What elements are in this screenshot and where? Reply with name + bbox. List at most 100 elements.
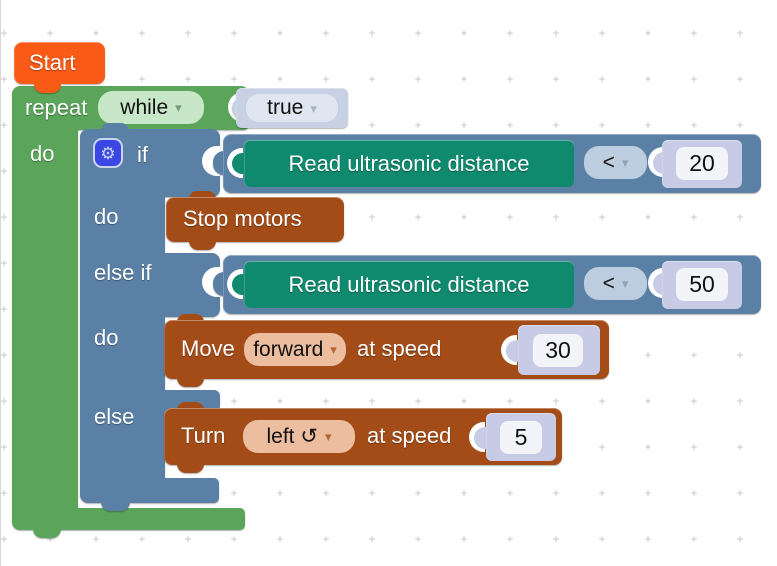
grid-cross: + <box>644 440 652 454</box>
grid-cross: + <box>276 26 284 40</box>
grid-cross: + <box>0 394 8 408</box>
if-block-bottom-bar[interactable] <box>80 478 219 503</box>
chevron-down-icon: ▾ <box>175 100 182 115</box>
number-field-1[interactable]: 20 <box>676 147 728 180</box>
move-at-speed-label: at speed <box>357 336 442 361</box>
operator-dropdown-2[interactable]: < ▾ <box>584 267 647 300</box>
grid-cross: + <box>0 26 8 40</box>
if-block-spine-3[interactable] <box>80 412 165 478</box>
grid-cross: + <box>644 532 652 546</box>
comparison-2-tab <box>213 272 225 296</box>
sensor-block-1[interactable]: Read ultrasonic distance <box>244 140 574 187</box>
sensor-block-2-tab <box>232 274 245 295</box>
grid-cross: + <box>322 394 330 408</box>
turn-direction-value: left ↺ <box>266 425 318 448</box>
stop-motors-block[interactable] <box>166 197 344 242</box>
grid-cross: + <box>230 486 238 500</box>
grid-cross: + <box>230 394 238 408</box>
grid-cross: + <box>184 26 192 40</box>
move-speed-field[interactable]: 30 <box>533 334 583 367</box>
sensor-block-2[interactable]: Read ultrasonic distance <box>244 261 574 308</box>
grid-cross: + <box>0 440 8 454</box>
grid-cross: + <box>230 72 238 86</box>
if-else-label: else <box>94 404 135 429</box>
grid-cross: + <box>690 532 698 546</box>
move-direction-value: forward <box>253 337 324 361</box>
number-field-2[interactable]: 50 <box>676 268 728 301</box>
grid-cross: + <box>0 532 8 546</box>
gear-glyph: ⚙ <box>100 143 116 163</box>
grid-cross: + <box>736 72 744 86</box>
move-speed-value: 30 <box>545 337 571 363</box>
grid-cross: + <box>644 210 652 224</box>
grid-cross: + <box>0 164 8 178</box>
gear-icon[interactable]: ⚙ <box>93 138 123 168</box>
grid-cross: + <box>736 118 744 132</box>
number-value-1: 20 <box>689 150 715 176</box>
grid-cross: + <box>138 532 146 546</box>
grid-cross: + <box>552 118 560 132</box>
grid-cross: + <box>184 532 192 546</box>
grid-cross: + <box>552 394 560 408</box>
grid-cross: + <box>0 302 8 316</box>
grid-cross: + <box>552 72 560 86</box>
move-action-label: Move <box>181 336 235 361</box>
grid-cross: + <box>414 532 422 546</box>
move-direction-dropdown[interactable]: forward ▾ <box>244 333 346 366</box>
repeat-block-bottom-bar[interactable] <box>12 508 245 530</box>
if-block-spine-1[interactable] <box>80 197 165 255</box>
grid-cross: + <box>598 72 606 86</box>
grid-cross: + <box>322 486 330 500</box>
grid-cross: + <box>736 532 744 546</box>
move-speed-block-tab <box>506 340 518 362</box>
grid-cross: + <box>460 394 468 408</box>
if-block-bottom-tab <box>101 502 130 511</box>
grid-cross: + <box>460 118 468 132</box>
grid-cross: + <box>506 210 514 224</box>
chevron-down-icon: ▾ <box>324 429 332 444</box>
grid-cross: + <box>644 348 652 362</box>
if-block-spine-2[interactable] <box>80 317 165 390</box>
if-elseif-label: else if <box>94 260 152 285</box>
repeat-block-spine[interactable] <box>12 129 78 510</box>
grid-cross: + <box>460 532 468 546</box>
grid-cross: + <box>506 394 514 408</box>
grid-cross: + <box>414 72 422 86</box>
grid-cross: + <box>506 532 514 546</box>
grid-cross: + <box>506 26 514 40</box>
operator-dropdown-1[interactable]: < ▾ <box>584 146 647 179</box>
grid-cross: + <box>736 394 744 408</box>
grid-cross: + <box>552 210 560 224</box>
grid-cross: + <box>0 118 8 132</box>
grid-cross: + <box>690 394 698 408</box>
chevron-down-icon: ▾ <box>621 276 629 291</box>
true-dropdown[interactable]: true ▾ <box>246 94 338 122</box>
grid-cross: + <box>138 26 146 40</box>
start-block[interactable] <box>14 42 105 84</box>
grid-cross: + <box>644 394 652 408</box>
chevron-down-icon: ▾ <box>621 155 629 170</box>
grid-cross: + <box>368 486 376 500</box>
if-do2-label: do <box>94 325 119 350</box>
if-block-row-elseif[interactable] <box>80 253 220 317</box>
operator-value-2: < <box>602 271 615 295</box>
grid-cross: + <box>414 118 422 132</box>
turn-direction-dropdown[interactable]: left ↺ ▾ <box>243 420 355 453</box>
repeat-mode-dropdown[interactable]: while ▾ <box>98 91 204 124</box>
grid-cross: + <box>506 118 514 132</box>
turn-speed-block-tab <box>474 427 486 449</box>
grid-cross: + <box>414 394 422 408</box>
grid-cross: + <box>690 118 698 132</box>
grid-cross: + <box>460 486 468 500</box>
grid-cross: + <box>552 532 560 546</box>
grid-cross: + <box>276 72 284 86</box>
grid-cross: + <box>690 210 698 224</box>
turn-block-bottom-tab <box>177 464 204 473</box>
grid-cross: + <box>460 26 468 40</box>
turn-speed-field[interactable]: 5 <box>500 421 542 454</box>
if-label: if <box>137 142 148 167</box>
